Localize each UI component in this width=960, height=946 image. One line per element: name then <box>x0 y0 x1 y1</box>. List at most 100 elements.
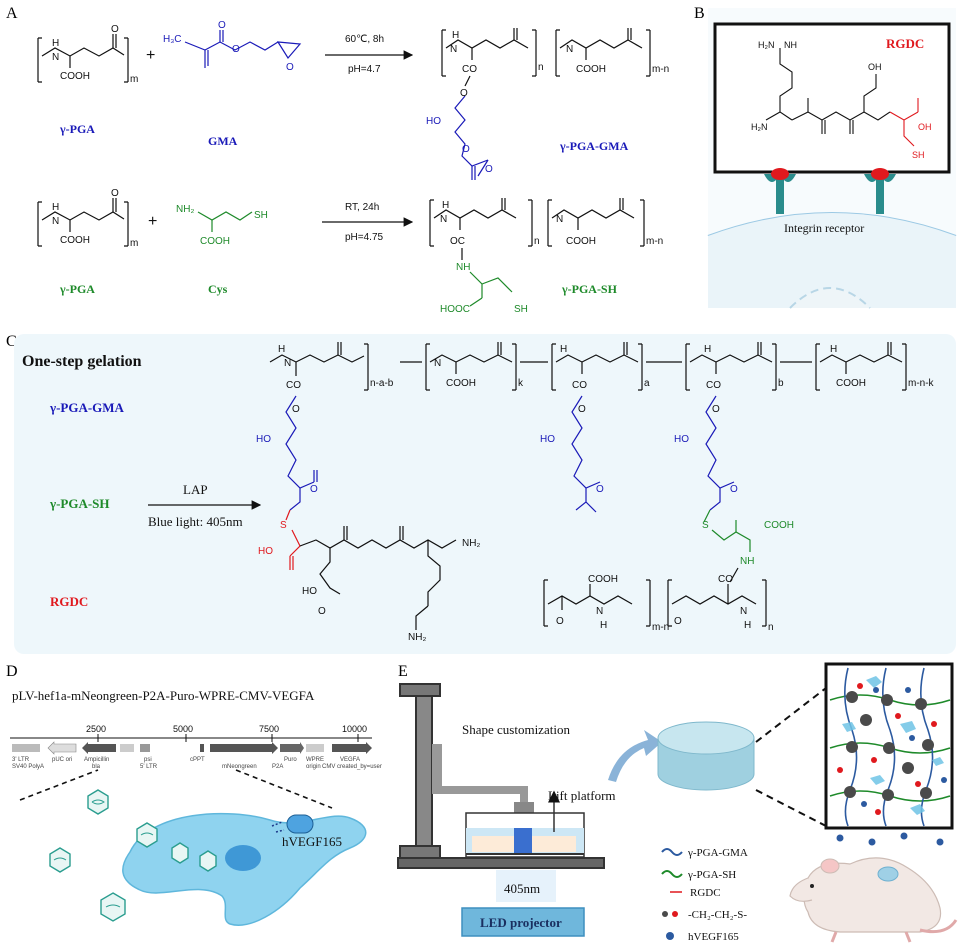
r2-h: H <box>52 202 59 213</box>
zoom-connectors <box>755 687 827 827</box>
wavelength-label: 405nm <box>504 881 540 896</box>
c-right-cooh: COOH <box>764 520 794 531</box>
panel-c-cond-top: LAP <box>183 482 208 497</box>
r2-o: O <box>111 188 119 199</box>
c-left-ho2: HO <box>258 546 273 557</box>
hvegf-secreted-label: hVEGF165 <box>282 834 342 849</box>
gma-prod-n-sub: n <box>538 62 544 73</box>
ruler-5000: 5000 <box>173 724 193 734</box>
legend-vegf-label: hVEGF165 <box>688 931 739 943</box>
hydrogel-disc <box>657 721 755 791</box>
legend-sh-label: γ-PGA-SH <box>687 869 736 881</box>
nucleus-outline <box>789 287 871 309</box>
feat-sv40: SV40 PolyA <box>12 764 44 770</box>
secretion-dots <box>271 821 285 833</box>
integrin-receptor-left <box>764 168 796 214</box>
c-left-o: O <box>292 404 300 415</box>
feat-bla: bla <box>92 764 101 770</box>
panel-e-letter: E <box>398 663 408 680</box>
virus-2 <box>136 822 158 848</box>
gel-gma-chain-middle <box>571 395 601 513</box>
r1-cooh: COOH <box>60 71 90 82</box>
legend-gma-label: γ-PGA-GMA <box>687 847 748 859</box>
cys-sh: SH <box>254 210 268 221</box>
c-h4: H <box>704 344 711 355</box>
c-right-nh: NH <box>740 556 754 567</box>
panel-c-letter: C <box>6 333 17 350</box>
r2-cooh: COOH <box>60 235 90 246</box>
sh-prod-nh: NH <box>456 262 470 273</box>
c-mid-o: O <box>578 404 586 415</box>
pga-gma-structure <box>441 28 651 87</box>
panel-c-sh-label: γ-PGA-SH <box>49 496 110 511</box>
r2-cys-name: Cys <box>208 282 228 296</box>
gel-pga-sh-backbone <box>543 567 767 627</box>
gel-gma-chain-right <box>705 395 735 511</box>
gma-prod-o2: O <box>462 144 470 155</box>
c-sub-mnk: m-n-k <box>908 378 935 389</box>
gel-gma-chain-left <box>285 395 318 511</box>
gma-prod-n: N <box>450 44 457 55</box>
c-co3: CO <box>572 380 587 391</box>
gma-prod-co: CO <box>462 64 477 75</box>
c-mid-o2: O <box>596 484 604 495</box>
c-bot-h2: H <box>744 620 751 631</box>
r1-n: N <box>52 52 59 63</box>
pga-sh-structure <box>429 198 645 260</box>
integrin-receptor-right <box>864 168 896 214</box>
sh-prod-oc: OC <box>450 236 465 247</box>
r1-cond-top: 60℃, 8h <box>345 34 384 45</box>
feat-3ltr: 3' LTR <box>12 757 30 763</box>
c-left-nh2b: NH₂ <box>408 632 426 643</box>
c-bot-cooh: COOH <box>588 574 618 585</box>
c-h3: H <box>560 344 567 355</box>
gma-prod-o: O <box>460 88 468 99</box>
gma-prod-h: H <box>452 30 459 41</box>
plasmid-feature-labels: 3' LTR pUC ori Ampicillin psi 5' LTR cPP… <box>12 757 382 770</box>
rgdc-structure <box>765 48 891 134</box>
reaction2-pga-structure <box>37 198 129 247</box>
reaction1-pga-structure <box>37 34 129 83</box>
c-bot-o: O <box>556 616 564 627</box>
plasmid-connectors <box>19 769 333 809</box>
panel-b: B H₂N NH H₂N OH OH SH RGDC <box>694 5 957 309</box>
gma-prod-mn: m-n <box>652 64 669 75</box>
shape-arrow <box>608 730 662 782</box>
released-vegf <box>836 832 944 846</box>
feat-wpre: WPRE <box>306 757 324 763</box>
gel-thioether-right <box>703 509 751 552</box>
r1-cond-bottom: pH=4.7 <box>348 64 381 75</box>
gma-prod-n2: N <box>566 44 573 55</box>
c-h5: H <box>830 344 837 355</box>
r2-n: N <box>52 216 59 227</box>
sh-prod-sh: SH <box>514 304 528 315</box>
sh-prod-mn: m-n <box>646 236 663 247</box>
gma-h3c: H₃C <box>163 34 182 45</box>
feat-cmv: CMV created_by=user <box>322 764 382 770</box>
legend-dot-red <box>672 911 678 917</box>
c-left-o2: O <box>310 484 318 495</box>
rgdc-label: RGDC <box>886 36 924 51</box>
c-bot-mn: m-n <box>652 622 669 633</box>
c-right-ho: HO <box>674 434 689 445</box>
c-cooh1: COOH <box>446 378 476 389</box>
virus-1 <box>87 789 109 815</box>
pga-gma-sidechain <box>454 95 489 180</box>
pga-sh-sidechain <box>469 271 513 307</box>
feat-puro: Puro <box>284 757 297 763</box>
plasmid-features <box>12 741 372 755</box>
panel-c-cond-bottom: Blue light: 405nm <box>148 514 243 529</box>
panel-a: A H N COOH O m + H₃C O O O 60℃, 8h pH=4.… <box>6 5 669 315</box>
c-right-o: O <box>712 404 720 415</box>
legend-gma-symbol <box>661 848 683 856</box>
feat-mneon: mNeongreen <box>222 764 257 770</box>
panel-b-letter: B <box>694 5 705 22</box>
c-sub-k: k <box>518 378 524 389</box>
c-left-o3: O <box>318 606 326 617</box>
legend-rgdc-label: RGDC <box>690 887 721 899</box>
virus-3 <box>49 847 71 873</box>
rat-illustration <box>789 857 958 943</box>
panel-e: E Lift platform Shape customization 405n… <box>397 662 958 943</box>
rgdc-oh: OH <box>868 62 882 72</box>
